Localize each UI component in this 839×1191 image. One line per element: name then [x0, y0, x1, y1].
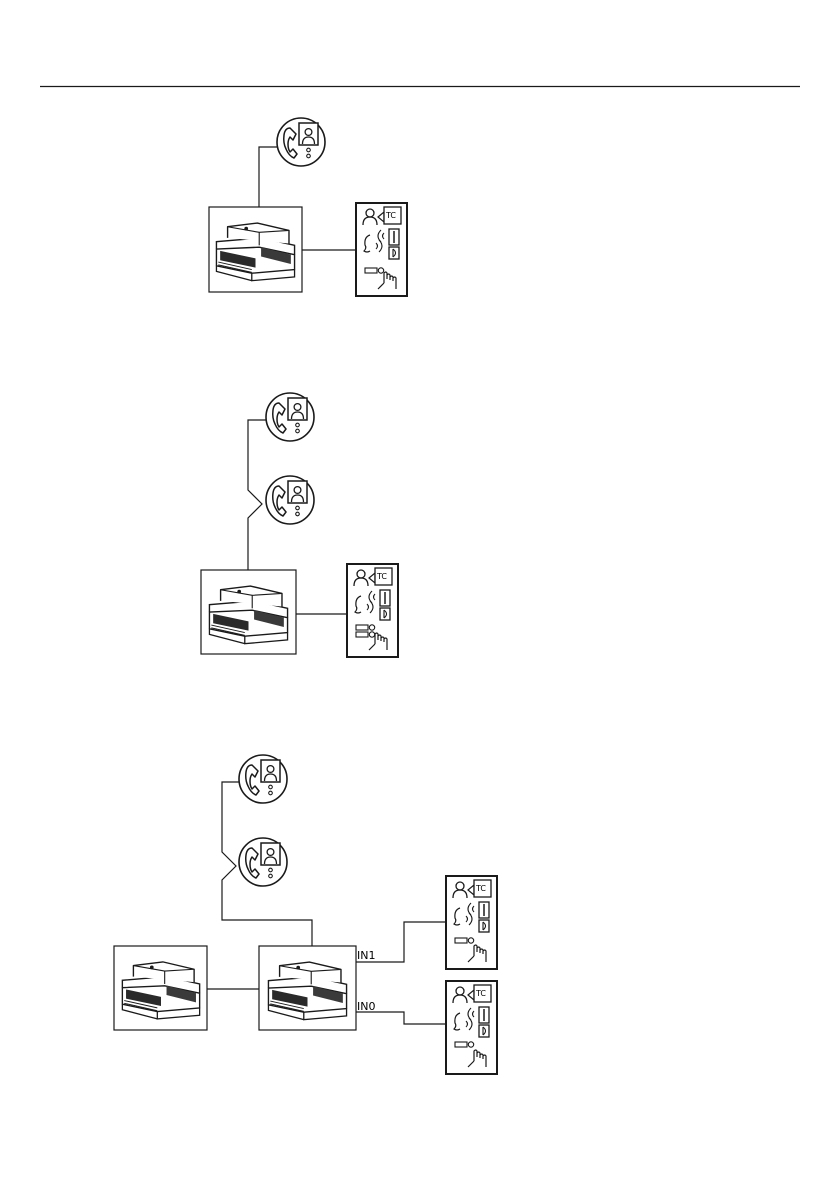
videophone-icon: [239, 838, 287, 886]
input-label-in0: IN0: [357, 1000, 375, 1013]
wire-in0: [356, 1012, 446, 1024]
panel-tag: TC: [385, 211, 396, 220]
outdoor-entrance-panel-icon: TC: [446, 876, 497, 969]
wire-monitor-to-module: [259, 147, 282, 208]
panel-tag: TC: [475, 989, 486, 998]
diagram-single-monitor: TC: [209, 118, 407, 296]
outdoor-entrance-panel-icon: TC: [356, 203, 407, 296]
videophone-icon: [239, 755, 287, 803]
panel-tag: TC: [376, 572, 387, 581]
outdoor-entrance-panel-icon: TC: [446, 981, 497, 1074]
input-label-in1: IN1: [357, 949, 375, 962]
videophone-icon: [277, 118, 325, 166]
videophone-icon: [266, 393, 314, 441]
videophone-icon: [266, 476, 314, 524]
diagram-dual-entrance: IN1 IN0 TC TC: [114, 755, 497, 1074]
diagram-double-monitor: TC: [201, 393, 398, 657]
panel-tag: TC: [475, 884, 486, 893]
outdoor-entrance-panel-icon: TC: [347, 564, 398, 657]
